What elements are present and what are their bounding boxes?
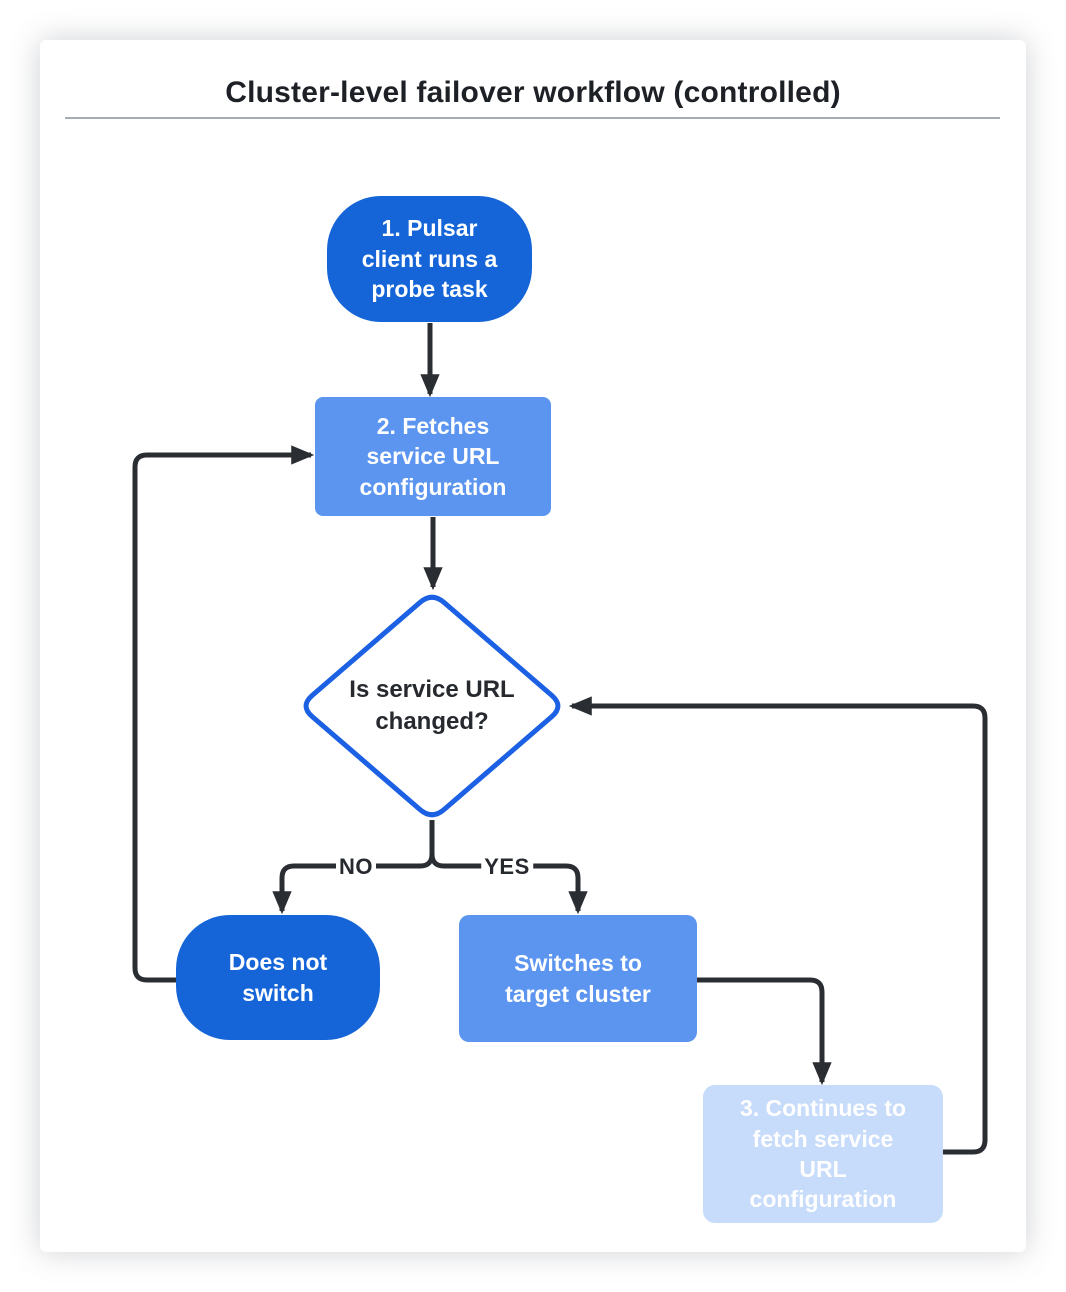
node-fetch-config: 2. Fetches service URL configuration <box>315 397 551 516</box>
page-card <box>40 40 1026 1252</box>
node-continue-fetch: 3. Continues to fetch service URL config… <box>703 1085 943 1223</box>
node-does-not-switch: Does not switch <box>176 915 380 1040</box>
decision-diamond-shape <box>303 594 561 818</box>
node-fetch-config-label: 2. Fetches service URL configuration <box>359 412 507 500</box>
node-switch-target-label: Switches to target cluster <box>505 950 651 1007</box>
edge-switch-to-continue <box>697 977 832 1086</box>
node-probe-task-label: 1. Pulsar client runs a probe task <box>361 215 498 303</box>
title-divider <box>65 117 1000 119</box>
edge-label-no: NO <box>336 854 376 880</box>
node-continue-fetch-label: 3. Continues to fetch service URL config… <box>739 1095 907 1213</box>
node-probe-task: 1. Pulsar client runs a probe task <box>327 196 532 322</box>
node-switch-target: Switches to target cluster <box>459 915 697 1042</box>
edge-continue-to-decision-loop <box>568 696 988 1155</box>
node-does-not-switch-label: Does not switch <box>228 949 328 1006</box>
edge-noswitch-to-fetch-loop <box>132 445 315 983</box>
page-title: Cluster-level failover workflow (control… <box>225 76 841 109</box>
node-decision-label: Is service URL changed? <box>349 675 515 735</box>
edge-label-yes: YES <box>481 854 533 880</box>
node-decision: Is service URL changed? <box>317 592 547 820</box>
